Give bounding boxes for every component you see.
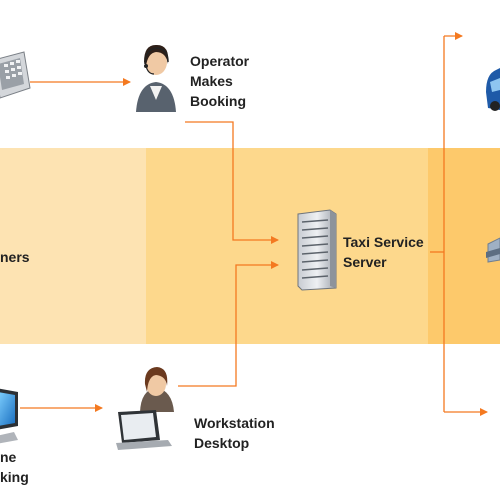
server-rack-icon: [297, 209, 337, 291]
band-customers: [0, 148, 146, 344]
band-server: [146, 148, 428, 344]
online-booking-label: ne king: [0, 449, 29, 485]
dispatch-device-icon: [486, 237, 500, 263]
connector-operator-to-server: [185, 121, 279, 244]
monitor-icon: [0, 388, 18, 444]
connector-workstation-to-server: [178, 261, 279, 387]
operator-label: Operator Makes Booking: [190, 53, 250, 109]
operator-headset-icon: [136, 44, 176, 112]
customers-label: ners: [0, 249, 30, 265]
telephone-icon: [0, 51, 31, 99]
taxi-car-icon: [486, 68, 500, 111]
workstation-user-icon: [140, 367, 174, 412]
laptop-icon: [116, 410, 172, 450]
server-label: Taxi Service Server: [343, 234, 424, 270]
connectors: [20, 32, 488, 416]
workstation-label: Workstation Desktop: [194, 415, 275, 451]
